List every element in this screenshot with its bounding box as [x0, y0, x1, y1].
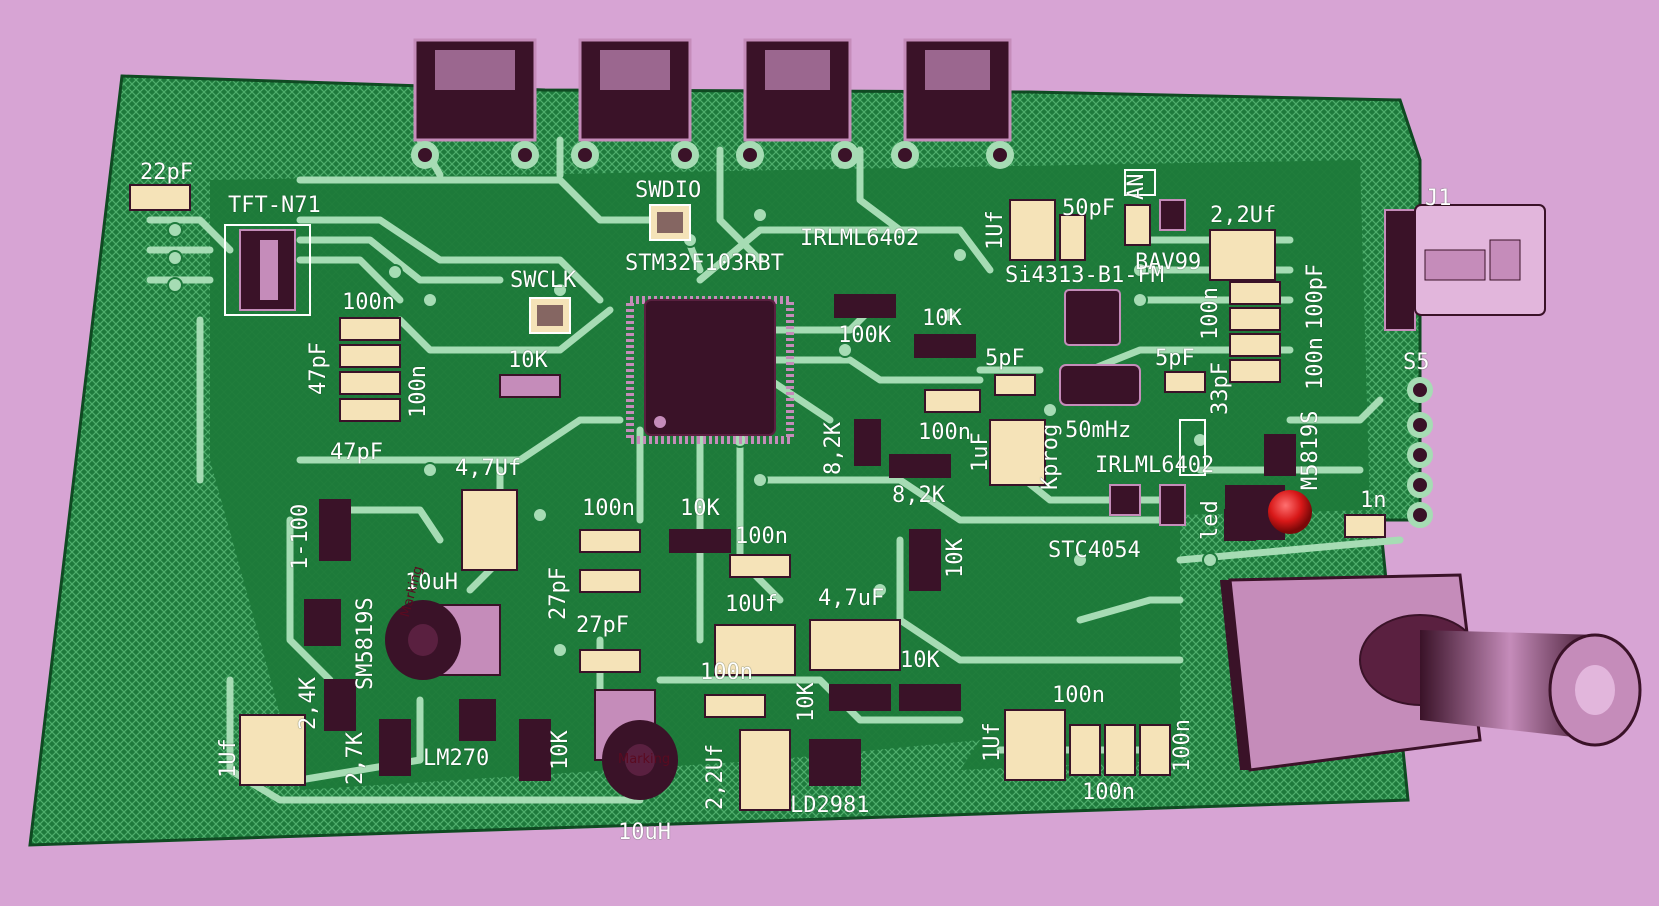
pin-header	[1407, 377, 1433, 528]
label-ic-stc4054: STC4054	[1048, 538, 1141, 563]
label-marking-b: Marking	[618, 752, 671, 767]
label-l10uh-b: 10uH	[618, 820, 671, 845]
label-irlml-mid: IRLML6402	[1095, 453, 1215, 478]
label-c100n-f: 100n	[1052, 683, 1105, 708]
label-c27pf-a: 27pF	[546, 567, 571, 620]
debug-pads	[529, 204, 691, 334]
label-c22pf: 22pF	[140, 160, 193, 185]
ics	[1059, 169, 1206, 526]
label-c4-7uf-a: 4,7Uf	[455, 456, 522, 481]
label-d-m5819s: M5819S	[1298, 410, 1323, 490]
label-c100n-h: 100n	[1170, 719, 1195, 772]
label-c100n-b: 100n	[406, 365, 431, 418]
label-ic-lm270: LM270	[423, 746, 490, 771]
label-r10k-c: 10K	[680, 496, 720, 521]
label-swclk: SWCLK	[510, 268, 577, 293]
label-c100n-i: 100n	[918, 420, 971, 445]
usb-connector	[1384, 204, 1546, 331]
label-c2-2uf-a: 2,2Uf	[703, 743, 728, 810]
rotary-encoder	[1220, 573, 1642, 772]
header-connectors	[411, 38, 1014, 169]
label-r10k-f: 10K	[548, 730, 573, 770]
label-mcu: STM32F103RBT	[625, 251, 784, 276]
label-ic-ld2981: LD2981	[790, 793, 870, 818]
label-c1n: 1n	[1360, 488, 1387, 513]
label-c27pf-b: 27pF	[576, 613, 629, 638]
label-d-sm5819: SM5819S	[353, 597, 378, 690]
label-c100pf: 100pF	[1303, 263, 1328, 330]
label-ant: AN	[1124, 173, 1149, 201]
label-c33pf: 33pF	[1208, 362, 1233, 415]
label-r8-2k-a: 8,2K	[821, 422, 846, 475]
label-c5pf-b: 5pF	[1155, 346, 1195, 371]
label-c4-7uf-b: 4,7uF	[818, 586, 885, 611]
label-r10k-d: 10K	[900, 648, 940, 673]
label-c1uf-c: 1uF	[968, 432, 993, 472]
label-ic-si4313: Si4313-B1-FM	[1005, 263, 1164, 288]
label-c47pf-a: 47pF	[306, 342, 331, 395]
label-c100n-k: 100n	[1303, 337, 1328, 390]
inductors	[385, 600, 678, 800]
label-c50pf: 50pF	[1062, 196, 1115, 221]
label-c100n-a: 100n	[342, 290, 395, 315]
label-c47pf-b: 47pF	[330, 440, 383, 465]
tft-connector	[224, 224, 311, 316]
smd-passives	[129, 184, 1386, 811]
label-c100n-g: 100n	[1082, 780, 1135, 805]
label-irlml-top: IRLML6402	[800, 226, 920, 251]
label-c1uf-b: 1Uf	[980, 722, 1005, 762]
label-c100n-d: 100n	[735, 524, 788, 549]
label-r2-7k: 2,7K	[343, 732, 368, 785]
label-d-bav99: BAV99	[1135, 250, 1202, 275]
label-r10k-g: 10K	[943, 538, 968, 578]
label-r1-100: 1-100	[288, 503, 313, 570]
label-c10uf: 10Uf	[725, 592, 778, 617]
label-c100n-c: 100n	[582, 496, 635, 521]
label-swdio: SWDIO	[635, 178, 702, 203]
mcu-chip	[626, 296, 794, 444]
label-r10k-e: 10K	[794, 682, 819, 722]
led-indicator	[1225, 485, 1312, 540]
label-r10k-a: 10K	[508, 348, 548, 373]
label-r100k: 100K	[838, 323, 891, 348]
label-r10k-b: 10K	[922, 306, 962, 331]
label-c100n-e: 100n	[700, 660, 753, 685]
label-c100n-j: 100n	[1198, 287, 1223, 340]
label-c1uf-d: 1Uf	[983, 210, 1008, 250]
label-s5: S5	[1403, 350, 1430, 375]
label-tft: TFT-N71	[228, 193, 321, 218]
label-r2-4k: 2,4K	[296, 677, 321, 730]
label-c2-2uf-b: 2,2Uf	[1210, 203, 1277, 228]
label-c1uf-a: 1Uf	[216, 738, 241, 778]
label-kprog: Kprog	[1038, 423, 1063, 490]
label-c5pf-a: 5pF	[985, 346, 1025, 371]
label-led: led	[1198, 500, 1223, 540]
label-j1: J1	[1425, 186, 1452, 211]
label-r8-2k-b: 8,2K	[892, 483, 945, 508]
label-xtal: 50mHz	[1065, 418, 1132, 443]
label-l10uh-a: 10uH	[405, 570, 458, 595]
